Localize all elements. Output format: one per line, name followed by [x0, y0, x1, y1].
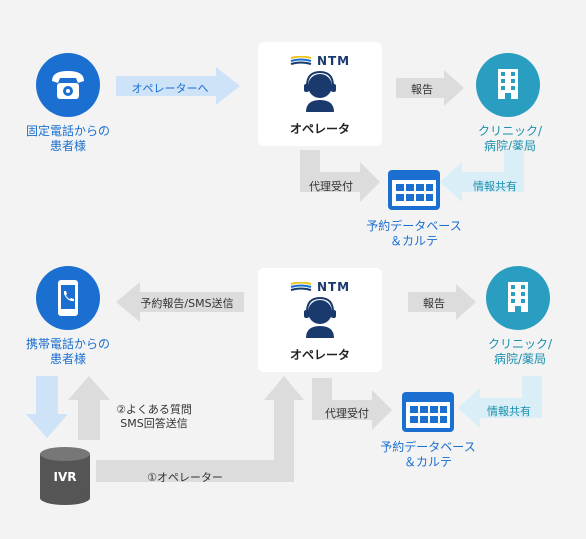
mobile-patient-icon — [36, 266, 100, 330]
arrow-report-top — [396, 70, 464, 106]
database-label-bottom: 予約データベース ＆カルテ — [380, 440, 476, 469]
operator-card-top: NTM オペレータ — [258, 42, 382, 146]
clinic-label-bottom: クリニック/ 病院/薬局 — [487, 337, 553, 366]
arrow-proxy-top-label: 代理受付 — [309, 180, 353, 193]
database-calendar-icon-bottom — [400, 390, 456, 434]
arrow-ivr-to-operator-label: ①オペレーター — [147, 471, 223, 484]
clinic-icon-top — [476, 53, 540, 117]
ntm-logo-icon — [290, 281, 312, 292]
ntm-logo-text: NTM — [316, 54, 351, 68]
mobile-patient-label: 携帯電話からの 患者様 — [25, 337, 110, 366]
arrow-report-bottom-label: 報告 — [423, 297, 445, 310]
faq-sms-label: ②よくある質問 SMS回答送信 — [116, 403, 192, 430]
arrow-proxy-bottom-label: 代理受付 — [325, 407, 369, 420]
arrow-share-bottom — [458, 376, 542, 428]
operator-label-top: オペレータ — [289, 122, 350, 136]
operator-headset-icon — [302, 70, 338, 114]
ntm-logo-icon — [290, 55, 312, 66]
ivr-label: IVR — [53, 470, 77, 484]
arrow-report-bottom — [408, 284, 476, 320]
arrow-patient-to-ivr — [26, 376, 68, 438]
arrow-to-operator-label: オペレーターへ — [131, 82, 209, 95]
building-icon — [508, 282, 528, 312]
database-label-top: 予約データベース ＆カルテ — [366, 219, 462, 248]
arrow-from-operator-label: 予約報告/SMS送信 — [140, 297, 234, 310]
smartphone-icon — [58, 280, 78, 316]
arrow-to-operator — [116, 67, 240, 105]
arrow-report-top-label: 報告 — [411, 83, 433, 96]
clinic-icon-bottom — [486, 266, 550, 330]
arrow-from-operator — [116, 282, 244, 322]
landline-patient-icon — [36, 53, 100, 117]
operator-headset-icon — [302, 296, 338, 340]
arrow-ivr-to-patient — [68, 376, 110, 440]
arrow-share-top — [440, 150, 524, 202]
ivr-database-icon — [38, 446, 92, 506]
arrow-share-top-label: 情報共有 — [473, 180, 517, 193]
clinic-label-top: クリニック/ 病院/薬局 — [477, 124, 543, 153]
arrow-ivr-to-operator — [96, 376, 304, 482]
arrow-proxy-top — [300, 150, 380, 202]
arrow-proxy-bottom — [312, 378, 392, 430]
operator-card-bottom: NTM オペレータ — [258, 268, 382, 372]
database-calendar-icon-top — [386, 168, 442, 212]
arrow-share-bottom-label: 情報共有 — [487, 405, 531, 418]
landline-patient-label: 固定電話からの 患者様 — [25, 124, 110, 153]
telephone-icon — [52, 71, 84, 99]
building-icon — [498, 69, 518, 99]
operator-label-bottom: オペレータ — [289, 348, 350, 362]
ntm-logo-text: NTM — [316, 280, 351, 294]
